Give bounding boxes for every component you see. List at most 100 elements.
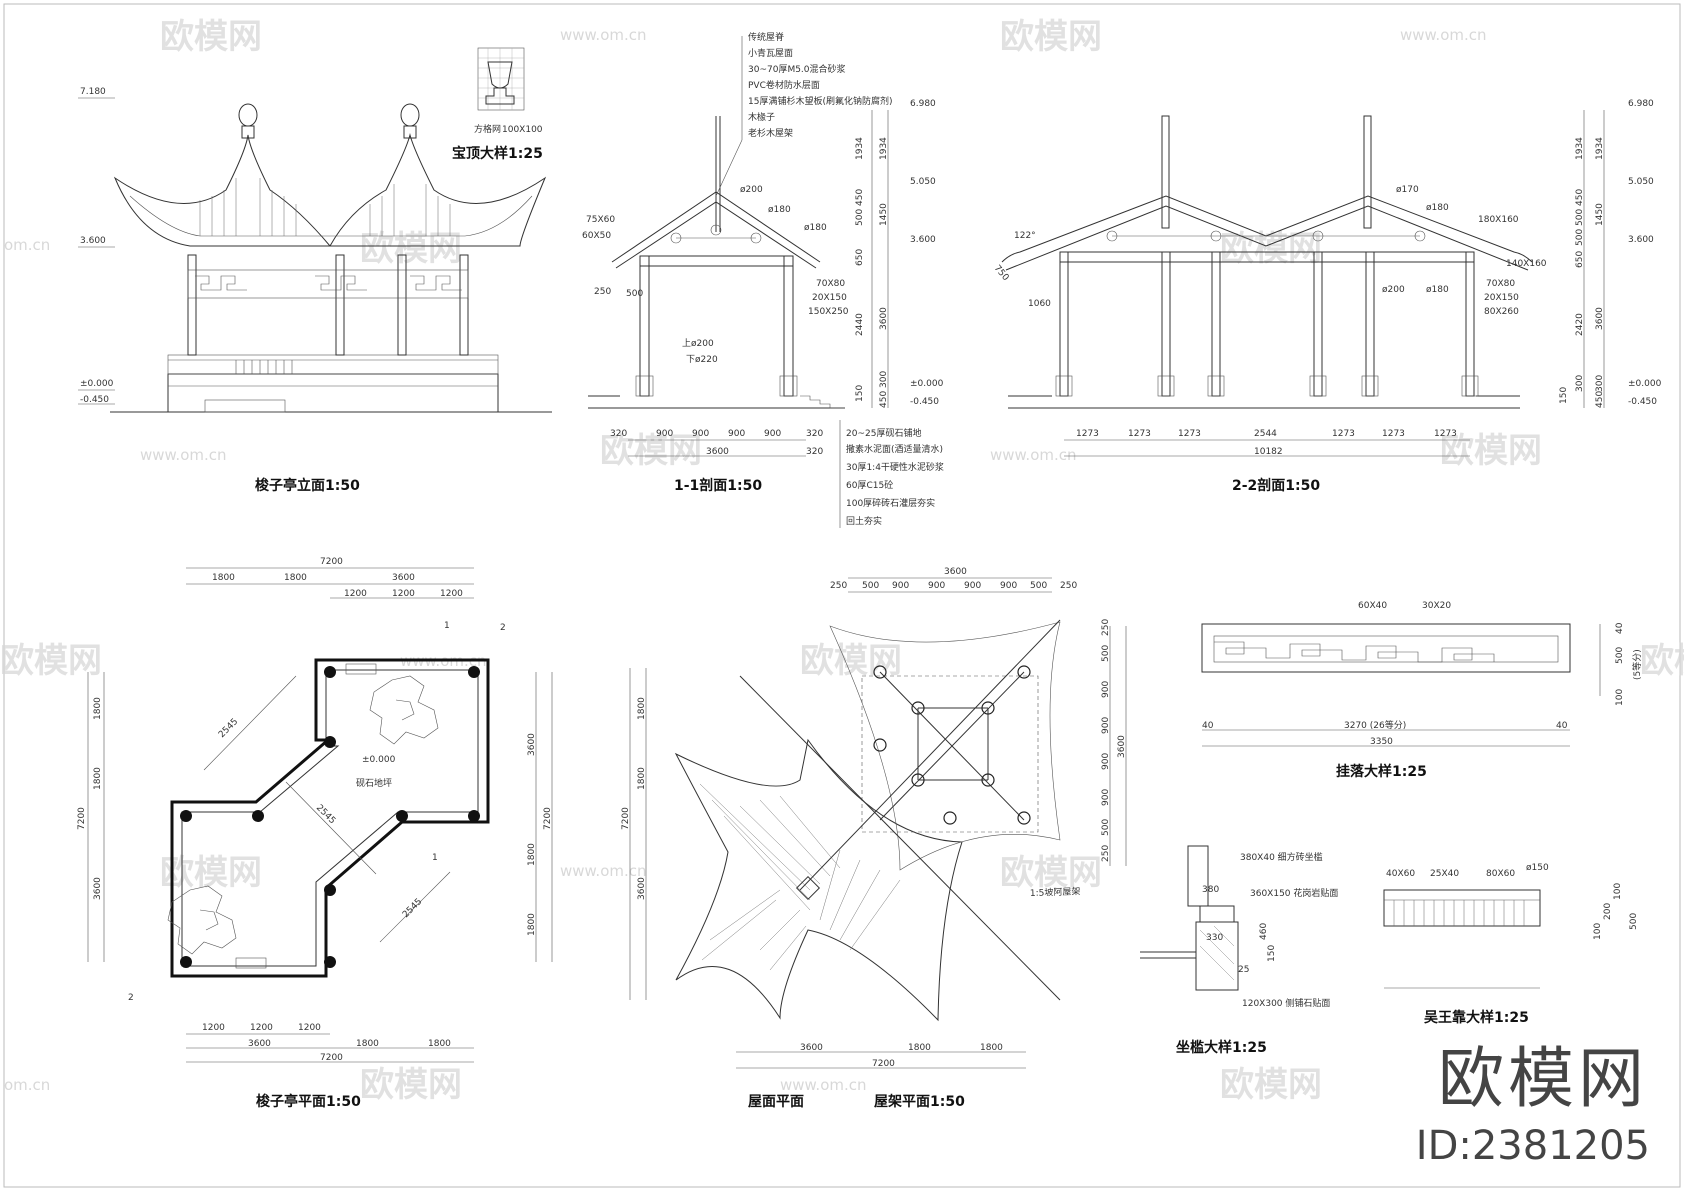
svg-text:20X150: 20X150 xyxy=(1484,293,1519,303)
section11-vertical-dims: 1934 1934 450 500 1450 650 2440 3600 150… xyxy=(855,137,889,408)
svg-text:450: 450 xyxy=(1595,391,1605,408)
svg-text:70X80: 70X80 xyxy=(1486,279,1515,289)
svg-text:小青瓦屋面: 小青瓦屋面 xyxy=(748,47,793,59)
svg-text:80X260: 80X260 xyxy=(1484,307,1519,317)
svg-text:320: 320 xyxy=(806,429,823,439)
svg-text:250: 250 xyxy=(1101,845,1111,862)
svg-text:3600: 3600 xyxy=(706,447,729,457)
svg-text:1800: 1800 xyxy=(527,843,537,866)
finial-grid-size: 100X100 xyxy=(502,125,543,135)
svg-text:500: 500 xyxy=(1101,645,1111,662)
section-2-2-drawing: 122° 750 1060 ø170 ø180 180X160 140X160 … xyxy=(992,99,1662,457)
svg-text:70X80: 70X80 xyxy=(816,279,845,289)
svg-text:900: 900 xyxy=(728,429,745,439)
plan-left-dims: 1800 1800 7200 3600 xyxy=(77,697,103,900)
title-seat: 坐槛大样1:25 xyxy=(1176,1039,1267,1056)
svg-text:1800: 1800 xyxy=(908,1043,931,1053)
svg-text:1800: 1800 xyxy=(93,767,103,790)
roof-top-dims: 3600 250 500 900 900 900 900 500 250 xyxy=(830,567,1077,591)
svg-text:900: 900 xyxy=(892,581,909,591)
svg-text:900: 900 xyxy=(692,429,709,439)
watermark-brand: 欧模网 xyxy=(360,229,462,269)
svg-text:2: 2 xyxy=(128,993,134,1003)
finial-grid-label: 方格网 xyxy=(474,123,501,135)
finial-detail: 方格网 100X100 宝顶大样1:25 xyxy=(452,47,543,162)
svg-text:15厚满铺杉木望板(刷氟化钠防腐剂): 15厚满铺杉木望板(刷氟化钠防腐剂) xyxy=(748,95,892,107)
svg-text:3600: 3600 xyxy=(248,1039,271,1049)
svg-text:500: 500 xyxy=(862,581,879,591)
svg-text:900: 900 xyxy=(1000,581,1017,591)
svg-text:ø180: ø180 xyxy=(1426,203,1449,213)
svg-text:ø150: ø150 xyxy=(1526,863,1549,873)
brand-logo-text: 欧模网 xyxy=(1438,1040,1648,1117)
svg-text:1:5坡阿屋架: 1:5坡阿屋架 xyxy=(1030,885,1081,899)
watermark-brand: 欧模网 xyxy=(1220,1065,1322,1105)
svg-text:25X40: 25X40 xyxy=(1430,869,1459,879)
svg-text:5.050: 5.050 xyxy=(1628,177,1654,187)
svg-text:1200: 1200 xyxy=(202,1023,225,1033)
svg-text:1800: 1800 xyxy=(93,697,103,720)
watermark-brand: 欧模网 xyxy=(160,17,262,57)
svg-text:3600: 3600 xyxy=(392,573,415,583)
svg-text:1800: 1800 xyxy=(428,1039,451,1049)
svg-text:900: 900 xyxy=(964,581,981,591)
svg-text:1800: 1800 xyxy=(637,697,647,720)
svg-text:2: 2 xyxy=(500,623,506,633)
svg-text:460: 460 xyxy=(1259,923,1269,940)
svg-text:1800: 1800 xyxy=(284,573,307,583)
watermark-brand: 欧模网 xyxy=(160,853,262,893)
svg-text:1200: 1200 xyxy=(392,589,415,599)
svg-text:7200: 7200 xyxy=(621,807,631,830)
svg-text:1934: 1934 xyxy=(1575,137,1585,160)
svg-text:ø200: ø200 xyxy=(740,185,763,195)
brand-id-text: ID:2381205 xyxy=(1415,1123,1650,1169)
svg-text:1200: 1200 xyxy=(440,589,463,599)
svg-text:150: 150 xyxy=(855,385,865,402)
svg-text:60X40: 60X40 xyxy=(1358,601,1387,611)
svg-text:ø180: ø180 xyxy=(768,205,791,215)
svg-text:250: 250 xyxy=(1060,581,1077,591)
svg-text:100: 100 xyxy=(1615,689,1625,706)
watermark-brand: 欧模网 xyxy=(1000,17,1102,57)
plan-bottom-dims: 1200 1200 1200 3600 1800 1800 7200 xyxy=(202,1023,451,1063)
svg-text:7200: 7200 xyxy=(543,807,553,830)
svg-text:撒素水泥面(酒适量清水): 撒素水泥面(酒适量清水) xyxy=(846,443,943,455)
svg-text:250: 250 xyxy=(594,287,611,297)
svg-text:60X50: 60X50 xyxy=(582,231,611,241)
svg-text:20~25厚砚石铺地: 20~25厚砚石铺地 xyxy=(846,427,921,439)
section22-horizontal-dims: 1273 1273 1273 2544 1273 1273 1273 10182 xyxy=(1076,429,1457,457)
svg-text:1800: 1800 xyxy=(527,913,537,936)
svg-text:±0.000: ±0.000 xyxy=(910,379,944,389)
title-elevation: 梭子亭立面1:50 xyxy=(255,477,360,494)
svg-text:60厚C15砼: 60厚C15砼 xyxy=(846,479,893,491)
svg-text:PVC卷材防水层面: PVC卷材防水层面 xyxy=(748,79,820,91)
svg-text:650: 650 xyxy=(855,249,865,266)
svg-text:3600: 3600 xyxy=(1117,735,1127,758)
svg-text:砚石地坪: 砚石地坪 xyxy=(356,777,392,789)
section22-vertical-dims: 1934 1934 450 500 1450 500 650 2420 3600… xyxy=(1559,137,1605,408)
watermark-site: www.om.cn xyxy=(780,1076,867,1094)
svg-text:7.180: 7.180 xyxy=(80,87,106,97)
svg-text:500: 500 xyxy=(855,209,865,226)
svg-text:3.600: 3.600 xyxy=(910,235,936,245)
section11-horizontal-dims: 320 900 900 900 900 320 3600 320 xyxy=(610,429,823,457)
watermark-brand: 欧模网 xyxy=(1440,431,1542,471)
hanging-lattice-detail: 60X40 30X20 40 40 3270 (26等分) 3350 500 4… xyxy=(1201,601,1643,747)
roof-layer-notes: 传统屋脊 小青瓦屋面 30~70厚M5.0混合砂浆 PVC卷材防水层面 15厚满… xyxy=(748,31,892,139)
watermark-site: www.om.cn xyxy=(990,446,1077,464)
svg-text:2544: 2544 xyxy=(1254,429,1277,439)
svg-text:300: 300 xyxy=(879,371,889,388)
title-hanging: 挂落大样1:25 xyxy=(1336,763,1427,780)
watermark-brand: 欧模网 xyxy=(600,431,702,471)
svg-text:1273: 1273 xyxy=(1076,429,1099,439)
svg-text:1934: 1934 xyxy=(1595,137,1605,160)
svg-text:3600: 3600 xyxy=(527,733,537,756)
svg-text:250: 250 xyxy=(830,581,847,591)
plan-top-dims: 7200 1800 1800 3600 1200 1200 1200 xyxy=(212,557,463,599)
svg-text:40: 40 xyxy=(1556,721,1568,731)
svg-text:150: 150 xyxy=(1267,945,1277,962)
svg-text:380: 380 xyxy=(1202,885,1219,895)
svg-text:3600: 3600 xyxy=(93,877,103,900)
svg-text:900: 900 xyxy=(928,581,945,591)
svg-text:40: 40 xyxy=(1615,622,1625,634)
